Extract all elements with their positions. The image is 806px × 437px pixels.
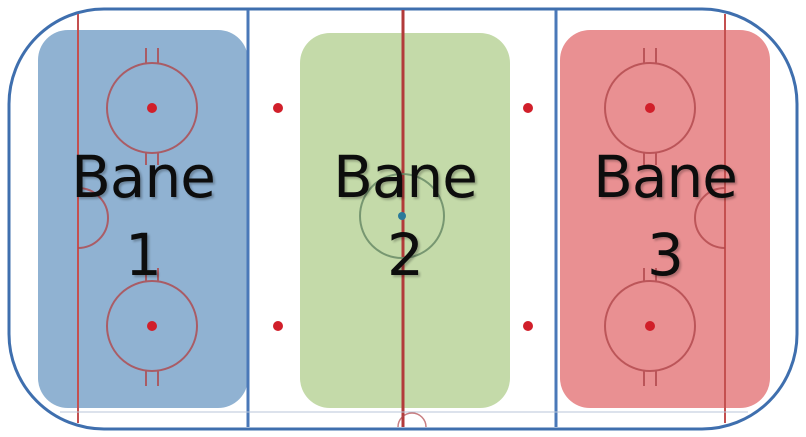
- neutral-dot-left-top: [273, 103, 283, 113]
- neutral-dot-right-bottom: [523, 321, 533, 331]
- zone-1-label: Bane 1: [43, 138, 243, 294]
- goal-crease-right: [694, 187, 726, 249]
- center-circle: [359, 173, 445, 259]
- faceoff-dot-right-bottom: [645, 321, 655, 331]
- zone-3-label-line2: 3: [647, 221, 684, 289]
- neutral-dot-right-top: [523, 103, 533, 113]
- center-dot: [398, 212, 406, 220]
- faceoff-dot-left-bottom: [147, 321, 157, 331]
- goal-crease-left: [77, 187, 109, 249]
- faceoff-circle-left-top: [106, 48, 198, 165]
- zone-1-label-line2: 1: [125, 221, 162, 289]
- faceoff-dot-left-top: [147, 103, 157, 113]
- faceoff-circle-right-top: [604, 48, 696, 165]
- faceoff-circle-left-bottom: [106, 268, 198, 386]
- referee-crease: [397, 412, 427, 428]
- faceoff-circle-right-bottom: [604, 268, 696, 386]
- zone-3-label: Bane 3: [565, 138, 765, 294]
- faceoff-dot-right-top: [645, 103, 655, 113]
- zone-2-background: [300, 33, 510, 408]
- zone-2-label-line2: 2: [387, 221, 424, 289]
- zone-1-label-line1: Bane: [71, 143, 216, 211]
- neutral-dot-left-bottom: [273, 321, 283, 331]
- zone-3-label-line1: Bane: [593, 143, 738, 211]
- zone-2-label-line1: Bane: [333, 143, 478, 211]
- zone-2-label: Bane 2: [305, 138, 505, 294]
- zone-3-background: [560, 30, 770, 408]
